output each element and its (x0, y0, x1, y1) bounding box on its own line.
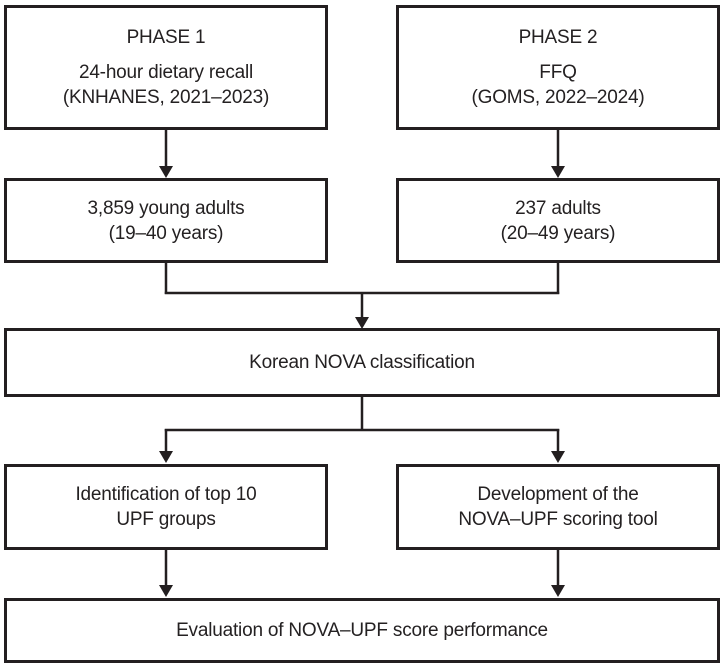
phase1-title: PHASE 1 (126, 27, 206, 48)
scoring-tool-box: Development of the NOVA–UPF scoring tool (396, 464, 720, 550)
split-connector-nova-to-branches (159, 396, 565, 463)
nova-classification-label: Korean NOVA classification (249, 352, 475, 373)
sample2-count: 237 adults (515, 197, 601, 219)
sample1-age-range: (19–40 years) (108, 222, 224, 244)
phase2-box: PHASE 2 FFQ (GOMS, 2022–2024) (396, 5, 720, 130)
evaluation-label: Evaluation of NOVA–UPF score performance (176, 620, 548, 641)
arrow-scoring-tool-to-evaluation (551, 549, 565, 597)
upf-groups-line1: Identification of top 10 (75, 484, 257, 505)
scoring-tool-line2: NOVA–UPF scoring tool (458, 509, 658, 530)
nova-classification-box: Korean NOVA classification (4, 328, 720, 397)
phase1-box: PHASE 1 24-hour dietary recall (KNHANES,… (4, 5, 328, 130)
upf-groups-box: Identification of top 10 UPF groups (4, 464, 328, 550)
arrow-phase2-to-sample2 (551, 129, 565, 178)
sample1-count: 3,859 young adults (87, 197, 245, 219)
phase1-source: (KNHANES, 2021–2023) (62, 87, 270, 108)
scoring-tool-line1: Development of the (477, 484, 639, 505)
arrow-upf-groups-to-evaluation (159, 549, 173, 597)
phase2-title: PHASE 2 (518, 27, 598, 48)
arrow-phase1-to-sample1 (159, 129, 173, 178)
sample1-box: 3,859 young adults (19–40 years) (4, 178, 328, 263)
evaluation-box: Evaluation of NOVA–UPF score performance (4, 598, 720, 663)
phase2-source: (GOMS, 2022–2024) (471, 87, 645, 108)
phase2-method: FFQ (539, 62, 577, 83)
sample2-age-range: (20–49 years) (500, 222, 616, 244)
sample2-box: 237 adults (20–49 years) (396, 178, 720, 263)
upf-groups-line2: UPF groups (116, 509, 216, 530)
merge-connector-samples-to-nova (164, 261, 560, 329)
phase1-method: 24-hour dietary recall (78, 62, 254, 83)
